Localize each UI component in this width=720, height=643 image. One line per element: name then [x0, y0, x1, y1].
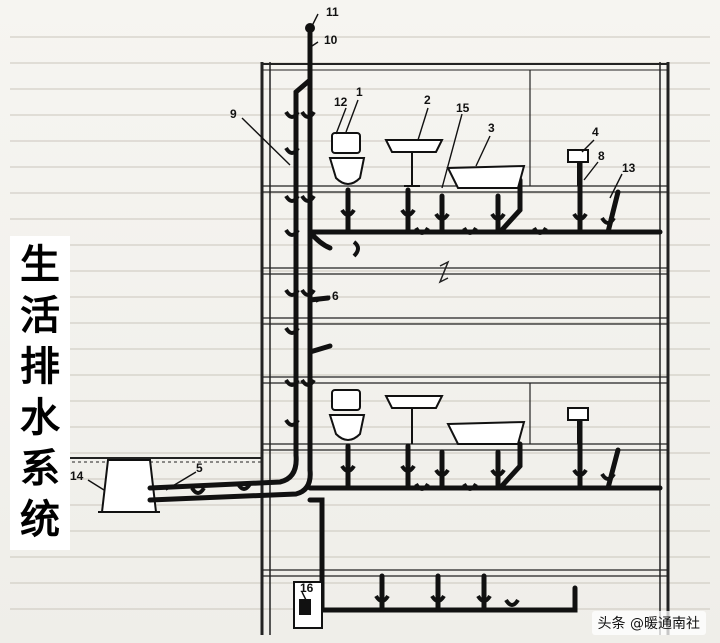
building-frame [60, 62, 670, 635]
background-text-row [10, 374, 710, 376]
number-labels: 11 10 9 12 1 2 15 3 4 8 13 6 5 14 16 [70, 5, 636, 595]
label-13: 13 [622, 161, 636, 175]
fixtures-upper [328, 132, 589, 189]
label-10: 10 [324, 33, 338, 47]
background-text-row [10, 582, 710, 584]
label-12: 12 [334, 95, 348, 109]
label-11: 11 [326, 5, 339, 19]
watermark: 头条 @暖通南社 [591, 611, 706, 635]
background-text-row [10, 270, 710, 272]
background-text-row [10, 452, 710, 454]
background-text-row [10, 348, 710, 350]
background-text-row [10, 322, 710, 324]
background-text-row [10, 478, 710, 480]
title-char: 系 [20, 446, 60, 492]
label-16: 16 [300, 581, 314, 595]
background-text-row [10, 114, 710, 116]
background-text-row [10, 244, 710, 246]
background-text-row [10, 504, 710, 506]
title-char: 生 [20, 242, 60, 288]
background-text-row [10, 296, 710, 298]
title-char: 排 [20, 344, 60, 390]
background-text-row [10, 218, 710, 220]
background-text-row [10, 556, 710, 558]
label-15: 15 [456, 101, 470, 115]
label-1: 1 [356, 85, 363, 99]
traps [190, 110, 616, 607]
label-14: 14 [70, 469, 84, 483]
label-8: 8 [598, 149, 605, 163]
title-char: 统 [20, 497, 60, 543]
label-3: 3 [488, 121, 495, 135]
background-text-row [10, 530, 710, 532]
background-text-row [10, 36, 710, 38]
label-9: 9 [230, 107, 237, 121]
inspection-well [98, 459, 160, 513]
title-char: 水 [20, 395, 60, 441]
background-text-row [10, 192, 710, 194]
background-text-row [10, 88, 710, 90]
diagram-title: 生 活 排 水 系 统 [10, 236, 70, 550]
label-5: 5 [196, 461, 203, 475]
label-2: 2 [424, 93, 431, 107]
title-char: 活 [20, 293, 60, 339]
leader-lines [87, 13, 623, 601]
pipe-network [147, 27, 663, 613]
label-6: 6 [332, 289, 339, 303]
label-4: 4 [592, 125, 599, 139]
fixtures-lower [293, 389, 589, 629]
